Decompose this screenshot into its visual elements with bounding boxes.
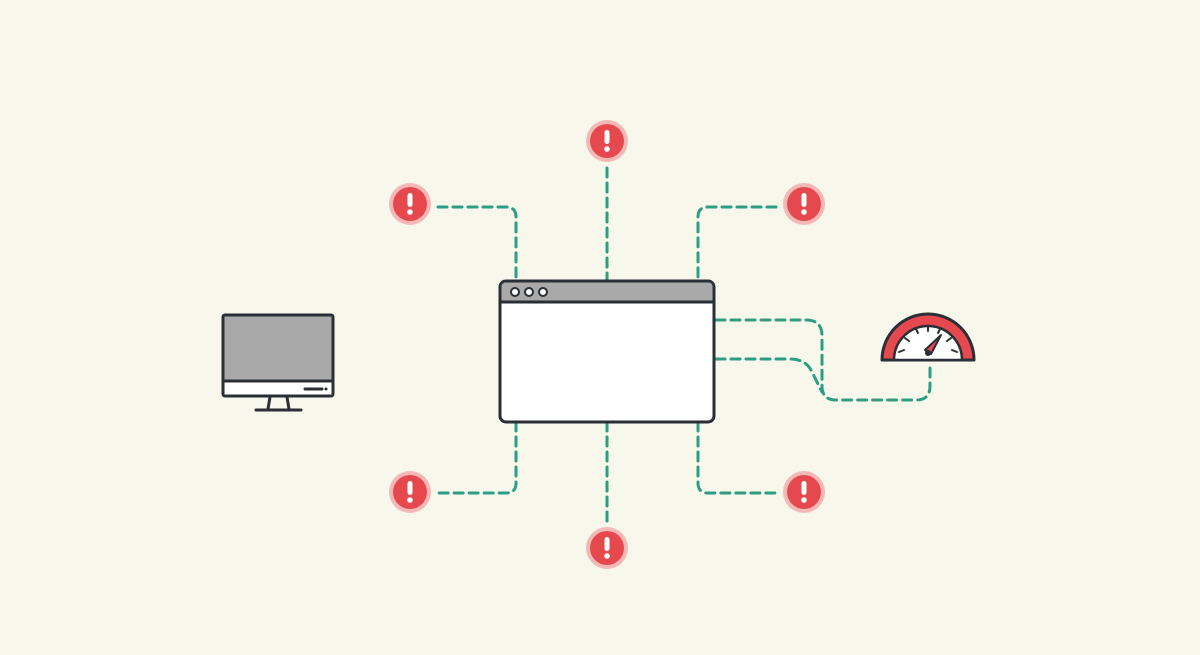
desktop-monitor-icon <box>221 313 335 412</box>
connector-top-right <box>696 205 778 282</box>
window-dot-1 <box>510 287 520 297</box>
exclamation-alert-icon <box>586 120 628 162</box>
exclamation-alert-icon <box>783 471 825 513</box>
alert-bottom-right <box>783 471 825 513</box>
exclamation-alert-icon <box>586 527 628 569</box>
browser-window-icon <box>498 279 716 424</box>
connectors <box>436 166 932 525</box>
connector-bottom-left <box>436 420 518 495</box>
alert-bottom-left <box>389 471 431 513</box>
exclamation-alert-icon <box>783 183 825 225</box>
alerts <box>389 120 825 569</box>
exclamation-alert-icon <box>389 471 431 513</box>
speedometer-gauge-icon <box>880 312 976 362</box>
alert-top-center <box>586 120 628 162</box>
alert-top-right <box>783 183 825 225</box>
exclamation-alert-icon <box>389 183 431 225</box>
window-dot-3 <box>538 287 548 297</box>
alert-bottom-center <box>586 527 628 569</box>
connector-gauge-upper <box>714 318 932 402</box>
connector-top-left <box>436 205 518 282</box>
connector-bottom-right <box>696 420 778 495</box>
connector-gauge-lower <box>714 357 824 394</box>
window-dot-2 <box>524 287 534 297</box>
alert-top-left <box>389 183 431 225</box>
